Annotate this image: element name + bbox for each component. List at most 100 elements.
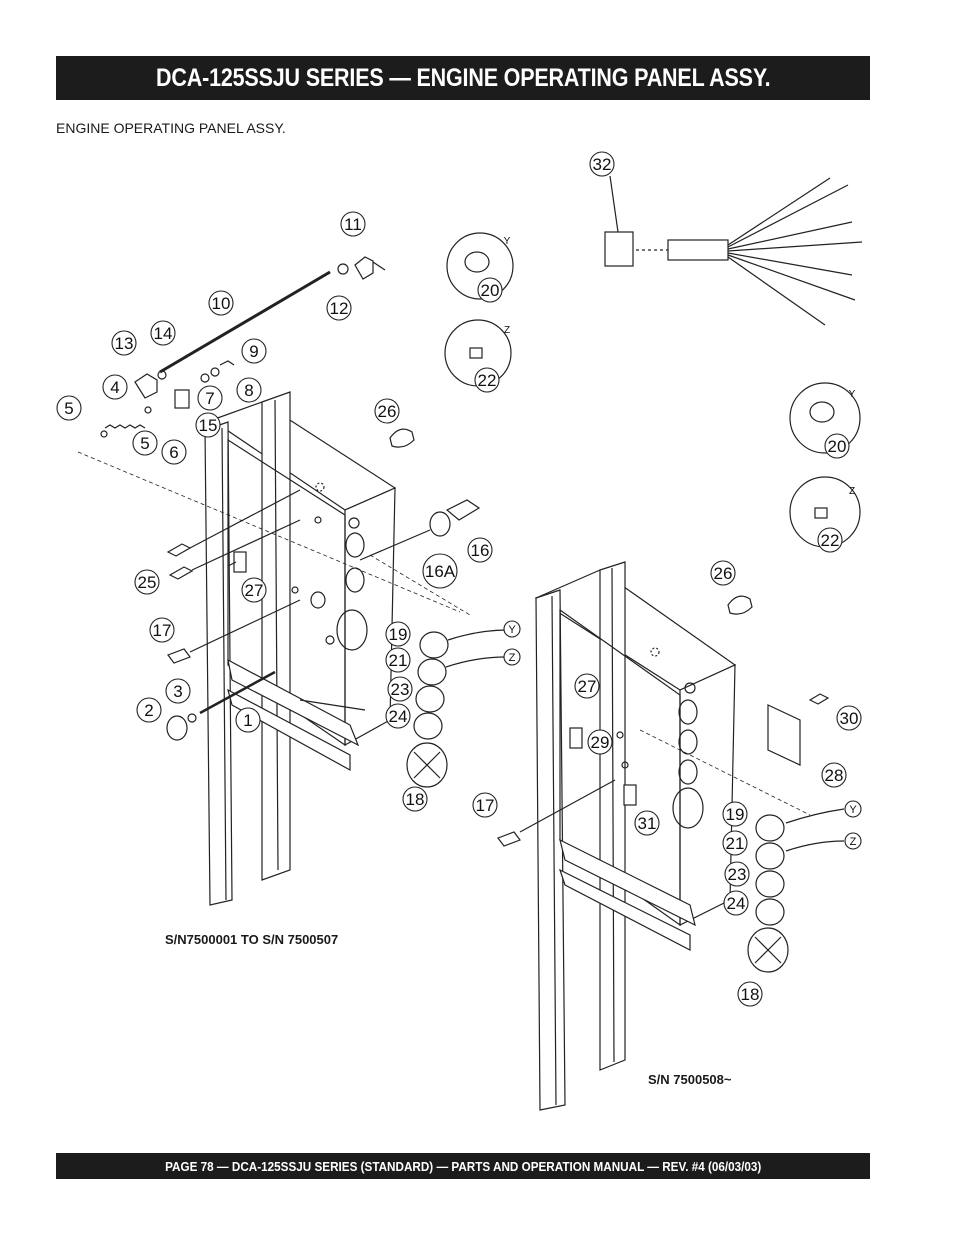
callout-1: 1 <box>235 707 261 733</box>
svg-text:5: 5 <box>140 434 149 453</box>
left-gauge-stack <box>406 629 509 788</box>
svg-text:20: 20 <box>481 281 500 300</box>
callout-12: 12 <box>326 295 352 321</box>
svg-text:25: 25 <box>138 573 157 592</box>
callout-28: 28 <box>821 762 847 788</box>
callout-19: 19 <box>385 621 411 647</box>
svg-text:23: 23 <box>391 680 410 699</box>
callout-22: 22 <box>817 527 843 553</box>
callout-23: 23 <box>387 676 413 702</box>
svg-text:14: 14 <box>154 324 173 343</box>
wire-tag-y: Y <box>844 800 862 818</box>
page-title: DCA-125SSJU SERIES — ENGINE OPERATING PA… <box>155 63 771 92</box>
left-small-parts <box>77 256 481 741</box>
callout-5: 5 <box>132 430 158 456</box>
wire-tag-y: Y <box>849 389 856 400</box>
callout-23: 23 <box>724 861 750 887</box>
callout-14: 14 <box>150 320 176 346</box>
page-footer-bar: PAGE 78 — DCA-125SSJU SERIES (STANDARD) … <box>56 1153 870 1179</box>
exploded-parts-diagram: 12345567891011121314151616A1718192123242… <box>56 151 863 1111</box>
callout-6: 6 <box>161 439 187 465</box>
svg-text:19: 19 <box>389 625 408 644</box>
callout-31: 31 <box>634 810 660 836</box>
svg-text:16A: 16A <box>425 562 456 581</box>
callout-8: 8 <box>236 377 262 403</box>
callout-20: 20 <box>824 433 850 459</box>
svg-text:21: 21 <box>389 651 408 670</box>
callout-32: 32 <box>589 151 615 177</box>
wire-tag-y: Y <box>503 620 521 638</box>
svg-text:9: 9 <box>249 342 258 361</box>
svg-text:11: 11 <box>344 215 362 234</box>
svg-text:10: 10 <box>212 294 231 313</box>
svg-text:21: 21 <box>726 834 745 853</box>
svg-text:16: 16 <box>471 541 490 560</box>
callout-24: 24 <box>385 703 411 729</box>
callout-30: 30 <box>836 705 862 731</box>
svg-text:26: 26 <box>714 564 733 583</box>
svg-text:7: 7 <box>205 389 214 408</box>
callout-18: 18 <box>737 981 763 1007</box>
callout-2: 2 <box>136 697 162 723</box>
callout-22: 22 <box>474 367 500 393</box>
callout-11: 11 <box>340 211 366 237</box>
svg-text:22: 22 <box>478 371 497 390</box>
callout-15: 15 <box>195 412 221 438</box>
svg-text:24: 24 <box>389 707 408 726</box>
svg-text:Z: Z <box>509 652 516 664</box>
serial-range-right: S/N 7500508~ <box>648 1072 732 1087</box>
svg-text:22: 22 <box>821 531 840 550</box>
svg-text:31: 31 <box>638 814 657 833</box>
callout-3: 3 <box>165 678 191 704</box>
svg-text:29: 29 <box>591 733 610 752</box>
callout-17: 17 <box>472 792 498 818</box>
callout-19: 19 <box>722 801 748 827</box>
svg-text:Z: Z <box>849 486 855 497</box>
wire-tag-y: Y <box>504 236 511 247</box>
callout-27: 27 <box>241 577 267 603</box>
svg-text:15: 15 <box>199 416 218 435</box>
callout-26: 26 <box>710 560 736 586</box>
wire-tag-z: Z <box>504 325 510 336</box>
callout-24: 24 <box>723 890 749 916</box>
wire-harness <box>604 175 863 326</box>
svg-text:8: 8 <box>244 381 253 400</box>
svg-text:18: 18 <box>741 985 760 1004</box>
callout-21: 21 <box>722 830 748 856</box>
svg-text:5: 5 <box>64 399 73 418</box>
svg-text:Z: Z <box>504 325 510 336</box>
svg-text:4: 4 <box>110 378 119 397</box>
svg-text:Y: Y <box>849 389 856 400</box>
callout-16A: 16A <box>422 553 458 589</box>
callout-10: 10 <box>208 290 234 316</box>
callout-5: 5 <box>56 395 82 421</box>
callout-9: 9 <box>241 338 267 364</box>
serial-range-left: S/N7500001 TO S/N 7500507 <box>165 932 339 947</box>
left-panel-housing <box>204 391 397 906</box>
callout-20: 20 <box>477 277 503 303</box>
svg-text:2: 2 <box>144 701 153 720</box>
wire-tag-z: Z <box>503 648 521 666</box>
svg-text:17: 17 <box>153 621 172 640</box>
right-panel-housing <box>534 561 737 1111</box>
svg-text:28: 28 <box>825 766 844 785</box>
callout-7: 7 <box>197 385 223 411</box>
callout-27: 27 <box>574 673 600 699</box>
svg-text:26: 26 <box>378 402 397 421</box>
callout-25: 25 <box>134 569 160 595</box>
svg-text:17: 17 <box>476 796 495 815</box>
sender-circles <box>444 232 861 548</box>
callout-17: 17 <box>149 617 175 643</box>
svg-text:1: 1 <box>243 711 252 730</box>
callout-13: 13 <box>111 330 137 356</box>
svg-text:6: 6 <box>169 443 178 462</box>
svg-text:30: 30 <box>840 709 859 728</box>
svg-text:24: 24 <box>727 894 746 913</box>
svg-text:Z: Z <box>850 836 857 848</box>
svg-text:12: 12 <box>330 299 349 318</box>
svg-text:32: 32 <box>593 155 612 174</box>
right-gauge-stack <box>747 808 845 973</box>
wire-tag-z: Z <box>849 486 855 497</box>
callout-29: 29 <box>587 729 613 755</box>
